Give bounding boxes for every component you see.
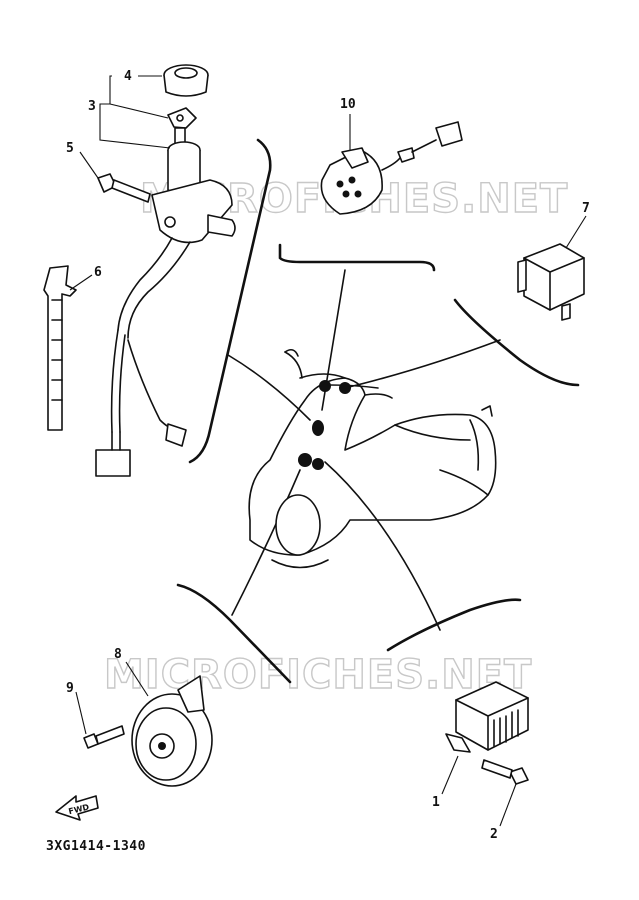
callout-1: 1 xyxy=(432,795,440,810)
watermark-bottom: MICROFICHES.NET xyxy=(104,652,532,698)
pointer-line-horn xyxy=(231,469,301,616)
leader-lines xyxy=(69,75,587,827)
callout-8: 8 xyxy=(114,647,122,662)
panel-frame-bottom-left xyxy=(176,583,292,684)
panel-frame-top-center xyxy=(278,243,436,272)
cable-band-part xyxy=(43,265,77,431)
callout-2: 2 xyxy=(490,827,498,842)
relay-part xyxy=(320,121,463,215)
horn-bolt-part xyxy=(83,725,125,749)
panel-frame-bottom-right xyxy=(386,598,522,652)
pointer-line-upper xyxy=(329,384,379,389)
scooter-outline xyxy=(248,348,497,569)
pointer-line-flasher xyxy=(344,339,501,389)
flasher-relay-part xyxy=(517,243,585,321)
regulator-part xyxy=(445,681,529,753)
callout-6: 6 xyxy=(94,265,102,280)
panel-frame-left xyxy=(188,138,272,464)
regulator-bolt-part xyxy=(481,759,529,785)
callout-4: 4 xyxy=(124,69,132,84)
main-switch-part xyxy=(151,107,236,244)
panel-frame-right xyxy=(453,298,580,387)
horn-part xyxy=(131,675,213,787)
pointer-line-ignition xyxy=(227,354,311,421)
bolt-part xyxy=(97,173,151,203)
switch-wire-harness xyxy=(95,237,191,477)
callout-7: 7 xyxy=(582,201,590,216)
callout-5: 5 xyxy=(66,141,74,156)
part-code: 3XG1414-1340 xyxy=(46,839,146,854)
callout-3: 3 xyxy=(88,99,96,114)
callout-9: 9 xyxy=(66,681,74,696)
pointer-line-regulator xyxy=(324,461,441,631)
fwd-arrow-icon: FWD xyxy=(55,795,99,821)
callout-10: 10 xyxy=(340,97,356,112)
key-cover-part xyxy=(163,64,209,97)
